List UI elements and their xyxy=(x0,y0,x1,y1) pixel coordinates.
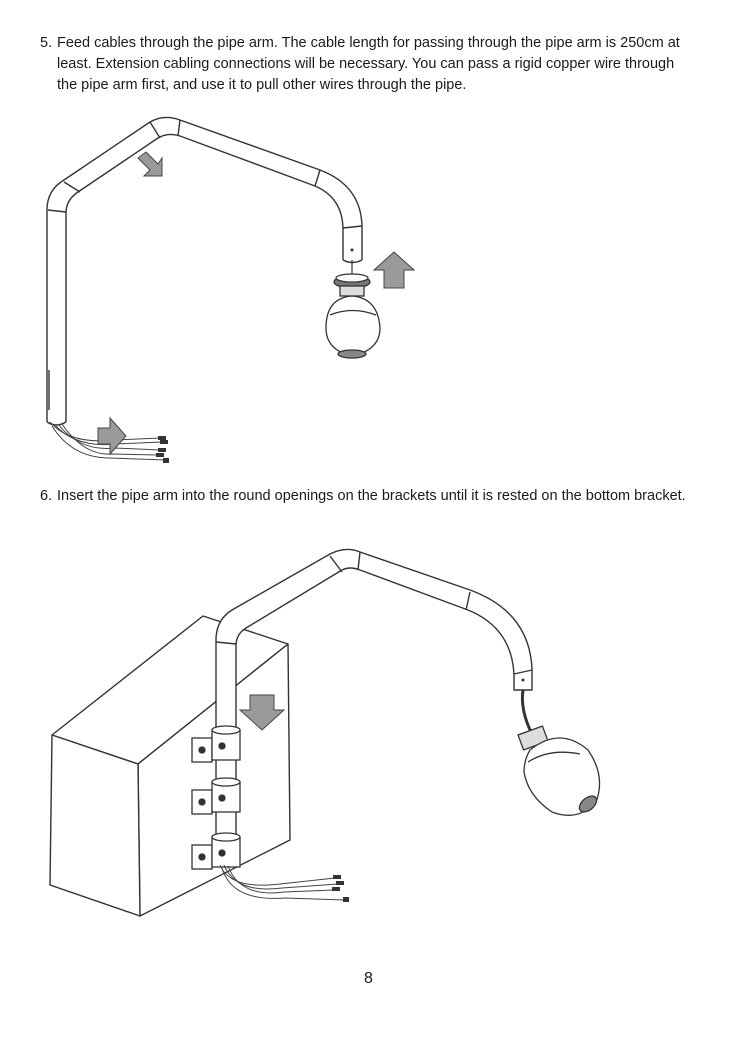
up-arrow-icon xyxy=(372,251,416,289)
step-number: 6. xyxy=(40,488,53,504)
right-arrow-icon xyxy=(97,416,127,456)
step-6-instruction: 6. Insert the pipe arm into the round op… xyxy=(40,486,690,507)
down-arrow-icon xyxy=(137,151,163,177)
figure-feed-cables-through-pipe-arm xyxy=(46,116,416,463)
step-5-instruction: 5. Feed cables through the pipe arm. The… xyxy=(40,33,690,96)
down-arrow-icon xyxy=(238,694,286,731)
page-number: 8 xyxy=(364,970,373,987)
figure-insert-pipe-arm-into-brackets xyxy=(49,548,601,917)
step-text: Insert the pipe arm into the round openi… xyxy=(57,488,686,504)
step-text: Feed cables through the pipe arm. The ca… xyxy=(57,35,680,93)
step-number: 5. xyxy=(40,35,53,51)
